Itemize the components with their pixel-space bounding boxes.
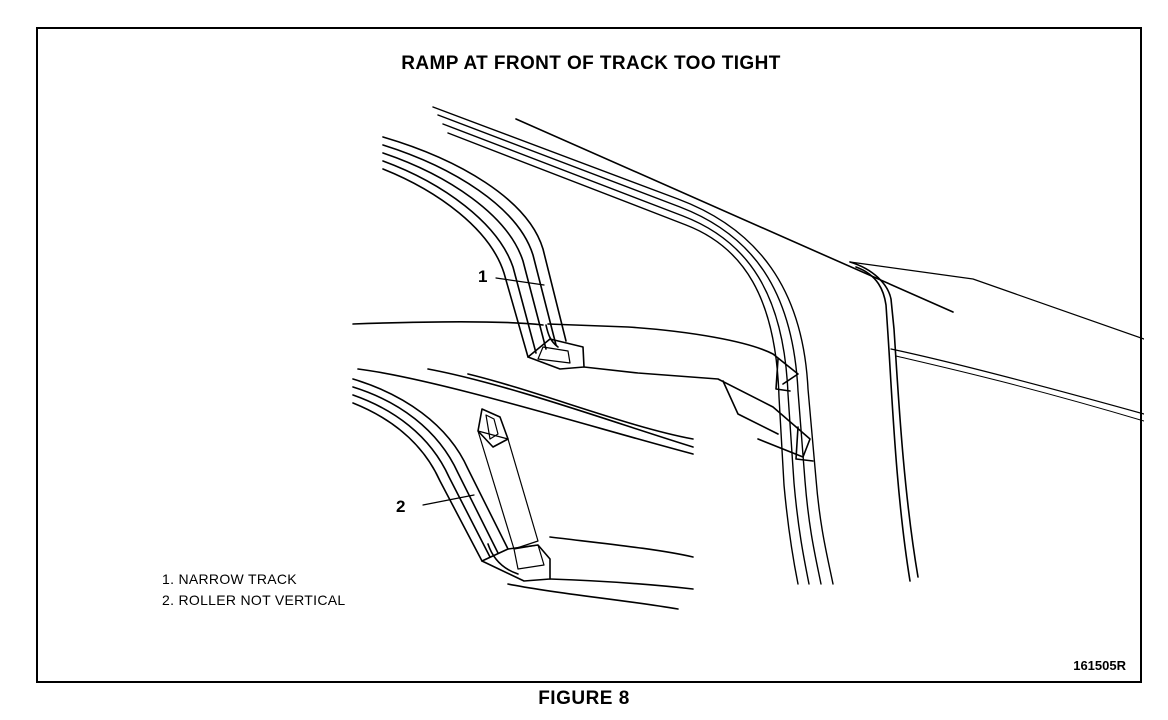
window-channel [432,106,834,585]
upper-ramp [352,321,814,462]
legend-item-narrow-track: 1. NARROW TRACK [162,571,297,587]
legend-item-roller-not-vertical: 2. ROLLER NOT VERTICAL [162,592,346,608]
callout-leaders [422,277,545,506]
callout-number-2: 2 [396,497,406,516]
upper-track [382,136,585,370]
lower-ramp [487,536,694,610]
lower-track [352,368,694,582]
callout-number-1: 1 [478,267,488,286]
legend: 1. NARROW TRACK 2. ROLLER NOT VERTICAL [162,569,345,611]
reference-id: 161505R [1073,658,1126,673]
track-illustration [352,106,1144,610]
figure-caption: FIGURE 8 [538,688,630,709]
door-frame [515,118,1144,582]
figure-title: RAMP AT FRONT OF TRACK TOO TIGHT [401,53,781,74]
figure-frame: RAMP AT FRONT OF TRACK TOO TIGHT 1 2 1. … [36,27,1144,683]
